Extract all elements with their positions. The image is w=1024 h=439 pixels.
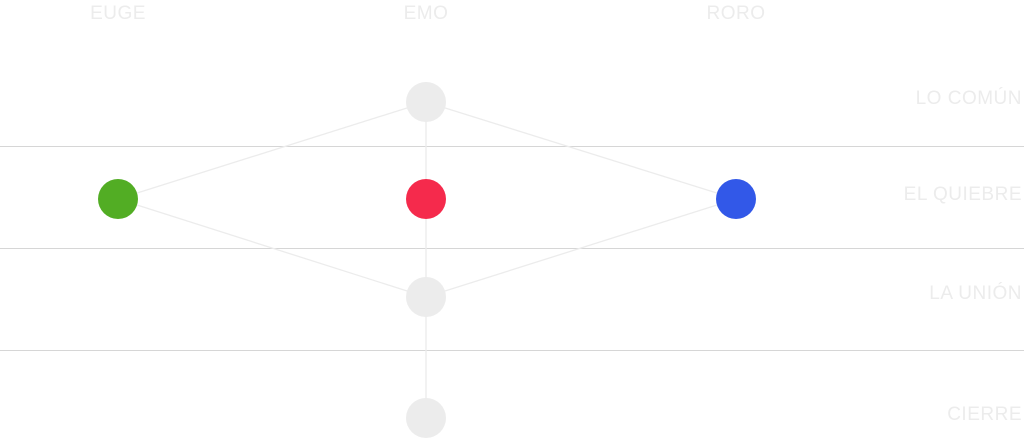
row-divider-2 [0, 248, 1024, 249]
edge-comun-roro [425, 101, 737, 200]
column-header-emo: EMO [403, 3, 449, 24]
row-divider-1 [0, 146, 1024, 147]
node-cierre [406, 398, 446, 438]
edge-euge-union [117, 198, 427, 298]
node-union [406, 277, 446, 317]
node-quiebre-emo [406, 179, 446, 219]
node-quiebre-roro [716, 179, 756, 219]
row-label-el-quiebre: EL QUIEBRE [903, 184, 1022, 205]
edge-roro-union [425, 198, 737, 298]
edge-comun-euge [117, 101, 427, 200]
column-header-roro: RORO [706, 3, 766, 24]
node-quiebre-euge [98, 179, 138, 219]
row-label-lo-comun: LO COMÚN [915, 88, 1022, 109]
row-label-cierre: CIERRE [947, 404, 1022, 425]
row-divider-3 [0, 350, 1024, 351]
row-label-la-union: LA UNIÓN [929, 283, 1022, 304]
node-comun [406, 82, 446, 122]
column-header-euge: EUGE [90, 3, 146, 24]
